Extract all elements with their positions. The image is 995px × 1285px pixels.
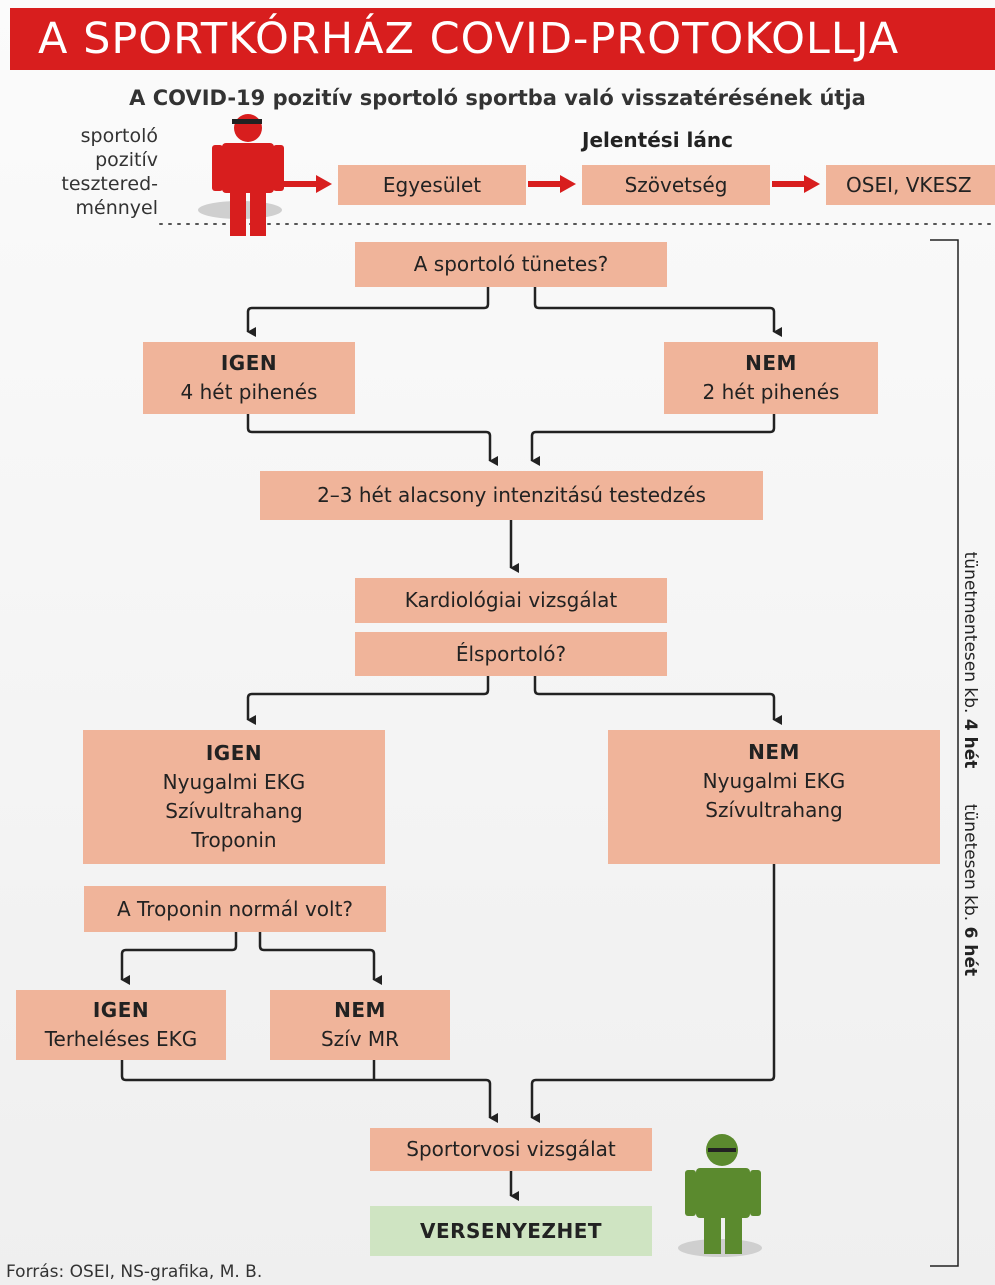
duration-bracket [930, 239, 959, 1267]
chain-step-federation: Szövetség [582, 165, 770, 205]
source-credit: Forrás: OSEI, NS-grafika, M. B. [6, 1262, 263, 1282]
can-compete-box: VERSENYEZHET [370, 1206, 652, 1256]
athlete-label-line: sportoló [80, 125, 158, 147]
symptomatic-no-box: NEM 2 hét pihenés [664, 342, 878, 414]
troponin-no-head: NEM [334, 998, 386, 1022]
side-label-symptomatic: tünetesen kb. 6 hét [960, 790, 980, 990]
elite-yes-line: Troponin [191, 828, 277, 852]
troponin-no-text: Szív MR [320, 1027, 400, 1051]
symptomatic-no-head: NEM [745, 351, 797, 375]
symptomatic-yes-head: IGEN [220, 351, 278, 375]
elite-yes-line: Szívultrahang [165, 799, 303, 823]
chain-arrow-3-head [804, 175, 820, 193]
question-elite-athlete: Élsportoló? [355, 632, 667, 676]
question-troponin-normal: A Troponin normál volt? [84, 886, 386, 932]
chain-arrow-1-head [316, 175, 332, 193]
side-label-asymptomatic-bold: 4 hét [960, 718, 980, 769]
symptomatic-no-text: 2 hét pihenés [702, 380, 840, 404]
athlete-label-line: ménnyel [75, 197, 159, 219]
red-person-icon [198, 114, 284, 236]
connector-troponin-to-no [258, 932, 382, 985]
troponin-yes-head: IGEN [92, 998, 150, 1022]
connector-trop-yes-down [120, 1060, 498, 1123]
page-subtitle: A COVID-19 pozitív sportoló sportba való… [129, 86, 866, 110]
side-label-asymptomatic-prefix: tünetmentesen kb. [960, 551, 980, 714]
symptomatic-yes-text: 4 hét pihenés [180, 380, 318, 404]
troponin-yes-box: IGEN Terheléses EKG [16, 990, 226, 1060]
chain-step-osei-label: OSEI, VKESZ [846, 172, 972, 197]
reporting-chain-label: Jelentési lánc [582, 128, 733, 152]
low-intensity-training-box: 2–3 hét alacsony intenzitású testedzés [260, 471, 763, 520]
connector-elite-no-down [530, 864, 776, 1123]
elite-no-line: Szívultrahang [705, 798, 843, 822]
connector-symptomatic-to-no [533, 287, 782, 337]
elite-no-head: NEM [748, 740, 800, 764]
green-person-icon [678, 1134, 762, 1257]
troponin-yes-text: Terheléses EKG [44, 1027, 198, 1051]
elite-yes-box: IGEN Nyugalmi EKG Szívultrahang Troponin [83, 730, 385, 864]
question-symptomatic: A sportoló tünetes? [355, 242, 667, 287]
cardiology-exam-box: Kardiológiai vizsgálat [355, 578, 667, 623]
page-title: A SPORTKÓRHÁZ COVID-PROTOKOLLJA [10, 8, 995, 70]
side-label-asymptomatic: tünetmentesen kb. 4 hét [960, 530, 980, 790]
connector-symptomatic-to-yes [246, 287, 490, 337]
elite-yes-line: Nyugalmi EKG [162, 770, 306, 794]
side-label-symptomatic-prefix: tünetesen kb. [960, 803, 980, 922]
connector-no-rest-down [530, 414, 776, 466]
connector-elite-to-no [533, 676, 782, 725]
athlete-label-line: teszterеd- [61, 173, 158, 195]
elite-yes-head: IGEN [205, 741, 263, 765]
side-label-symptomatic-bold: 6 hét [960, 926, 980, 977]
chain-step-club: Egyesület [338, 165, 526, 205]
elite-no-line: Nyugalmi EKG [702, 769, 846, 793]
connector-yes-rest-down [246, 414, 498, 466]
connector-troponin-to-yes [120, 932, 238, 985]
chain-step-osei: OSEI, VKESZ [826, 165, 995, 205]
chain-arrow-2-head [560, 175, 576, 193]
sports-doctor-exam-box: Sportorvosi vizsgálat [370, 1128, 652, 1171]
symptomatic-yes-box: IGEN 4 hét pihenés [143, 342, 355, 414]
connector-elite-to-yes [246, 676, 490, 725]
elite-no-box: NEM Nyugalmi EKG Szívultrahang [608, 730, 940, 864]
troponin-no-box: NEM Szív MR [270, 990, 450, 1060]
athlete-label-line: pozitív [95, 149, 158, 171]
athlete-label: sportoló pozitív teszterеd- ménnyel [8, 124, 158, 220]
